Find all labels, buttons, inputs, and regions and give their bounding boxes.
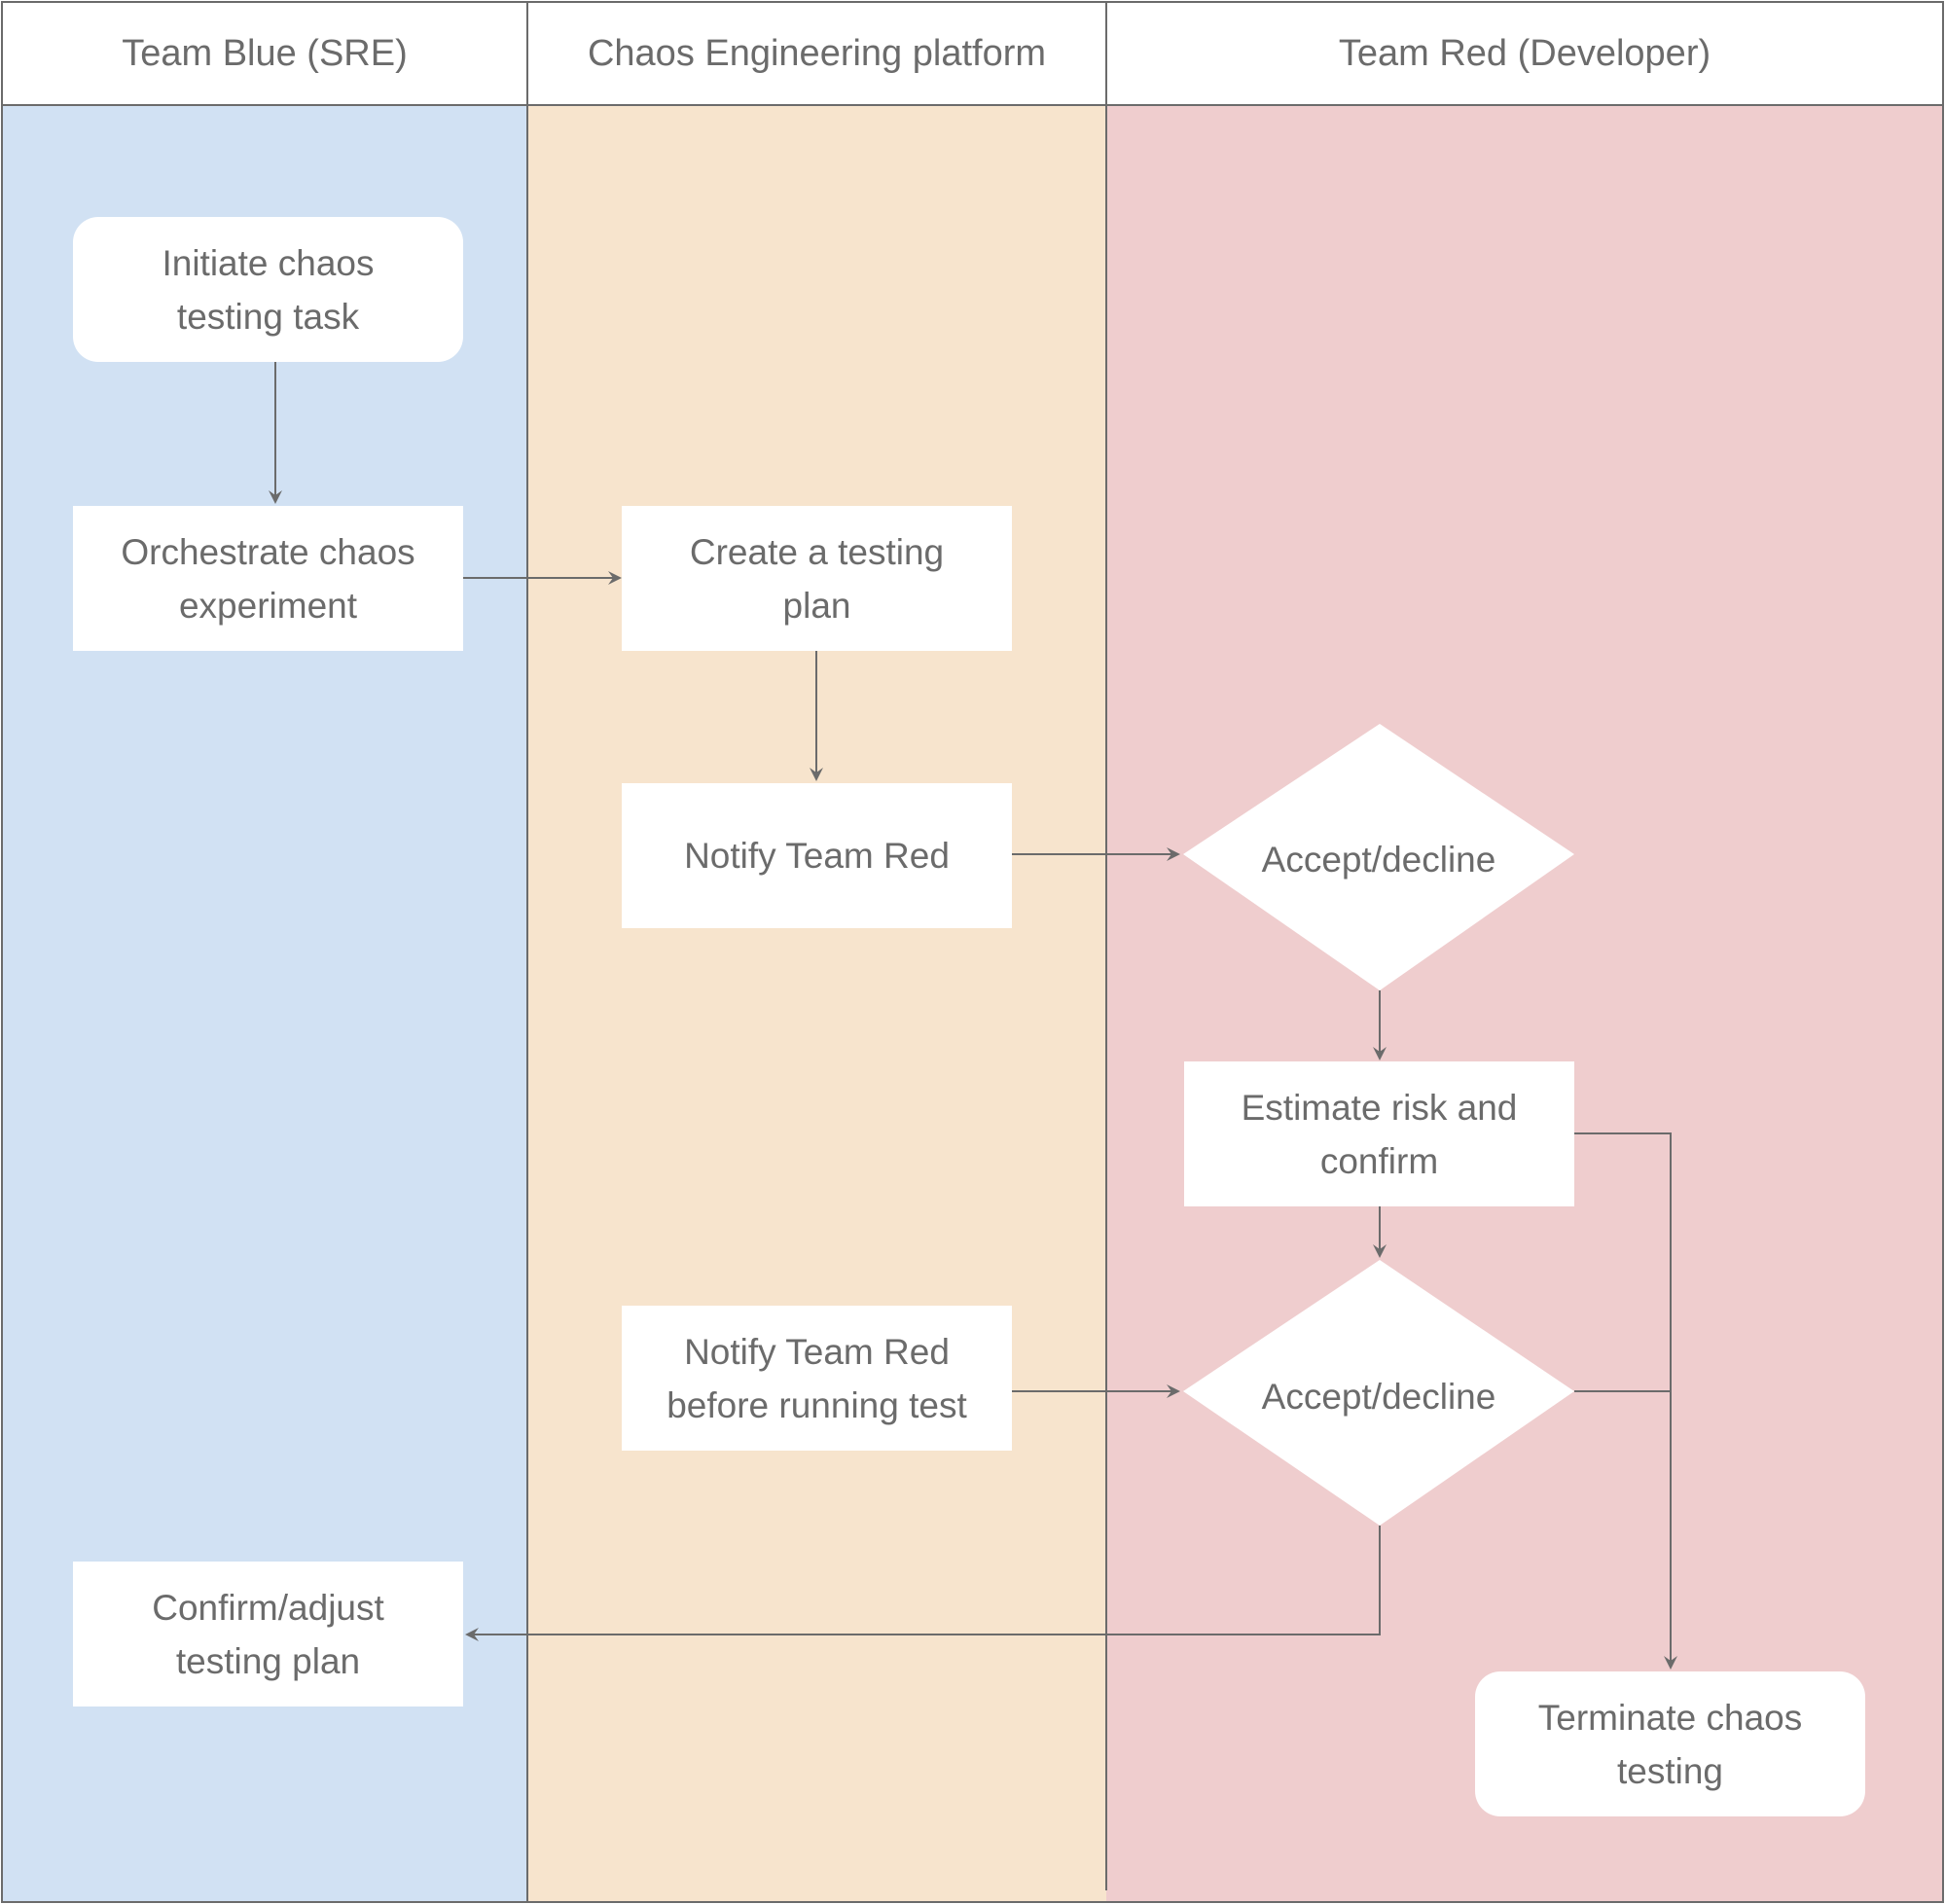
decision-diamond-2 bbox=[1183, 1260, 1574, 1526]
node-orchestrate-chaos-experiment: Orchestrate chaos experiment bbox=[73, 506, 463, 651]
arrow-decision-2-to-confirm-adjust bbox=[465, 1526, 1381, 1641]
lane-header-team-red: Team Red (Developer) bbox=[1106, 2, 1943, 105]
node-confirm-adjust-testing-plan: Confirm/adjust testing plan bbox=[73, 1562, 463, 1706]
decision-diamond-1 bbox=[1183, 724, 1574, 990]
lane-header-team-blue: Team Blue (SRE) bbox=[2, 2, 527, 105]
node-estimate-risk-and-confirm: Estimate risk and confirm bbox=[1184, 1061, 1574, 1206]
lane-header-chaos-platform: Chaos Engineering platform bbox=[527, 2, 1106, 105]
node-initiate-chaos-testing: Initiate chaos testing task bbox=[73, 217, 463, 362]
decision-accept-decline-2-label: Accept/decline bbox=[1261, 1377, 1496, 1417]
node-notify-team-red: Notify Team Red bbox=[622, 783, 1012, 928]
node-create-testing-plan: Create a testing plan bbox=[622, 506, 1012, 651]
decision-accept-decline-1-label: Accept/decline bbox=[1261, 840, 1496, 880]
arrow-estimate-to-terminate bbox=[1574, 1132, 1677, 1670]
lane-team-red-bg bbox=[1106, 105, 1943, 1902]
node-terminate-chaos-testing: Terminate chaos testing bbox=[1475, 1671, 1865, 1816]
lane-chaos-platform-bg bbox=[527, 105, 1106, 1902]
node-notify-before-running-test: Notify Team Red before running test bbox=[622, 1306, 1012, 1451]
